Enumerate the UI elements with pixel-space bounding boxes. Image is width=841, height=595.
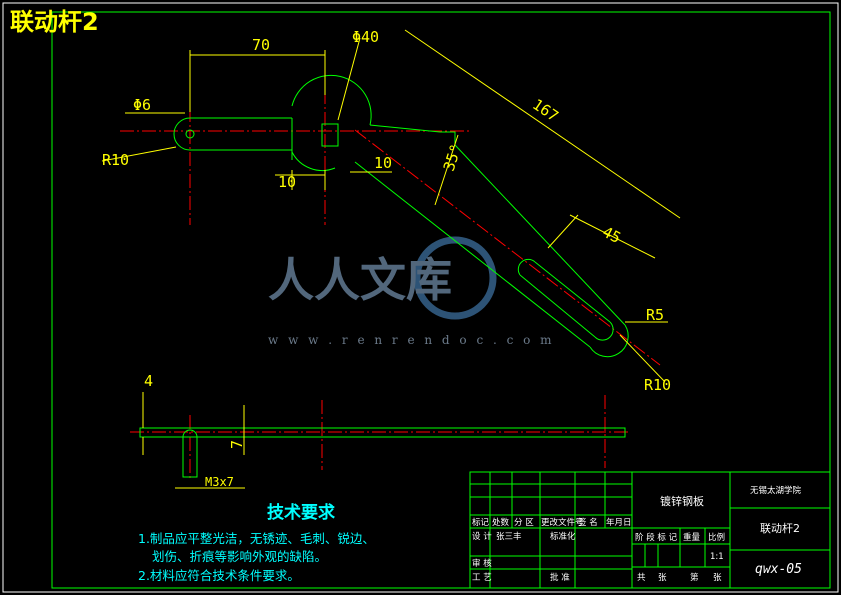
tb-h-pizhun: 批 准	[550, 572, 570, 583]
tb-h-designer: 张三丰	[496, 531, 522, 542]
dim-r10-left: R10	[102, 151, 129, 169]
tech-heading: 技术要求	[267, 502, 335, 523]
tb-h-nianyueri: 年月日	[606, 517, 632, 528]
dim-7: 7	[228, 440, 246, 449]
tb-h-zhang2: 张	[713, 573, 722, 583]
dimension-lines	[101, 29, 681, 489]
tb-h-fenqu: 分 区	[514, 518, 534, 528]
tb-h-biaozhunhua: 标准化	[550, 531, 576, 542]
dim-70: 70	[252, 36, 270, 54]
tb-h-bili: 比例	[708, 532, 725, 543]
title-block	[469, 471, 831, 589]
dim-35deg: 35°	[440, 142, 465, 173]
tb-h-gong: 共	[637, 573, 646, 583]
watermark: 人人文库 w w w . r e n r e n d o c . c o m	[268, 236, 555, 347]
tb-h-shenhe: 审 核	[472, 558, 492, 569]
dim-10-b: 10	[374, 154, 392, 172]
tb-material: 镀锌钢板	[660, 494, 704, 508]
tb-h-zhang1: 张	[658, 573, 667, 583]
tb-h-sheji: 设 计	[472, 531, 492, 542]
tb-h-gongyi: 工 艺	[472, 573, 492, 583]
dim-m3x7: M3x7	[205, 475, 234, 489]
tb-h-chushu: 处数	[492, 517, 510, 528]
tb-h-biaoji: 标记	[472, 517, 490, 528]
dim-r5: R5	[646, 306, 664, 324]
part-outline-top-view	[173, 74, 629, 358]
dim-167: 167	[529, 95, 562, 125]
inner-frame	[51, 11, 831, 589]
tech-line-2: 划伤、折痕等影响外观的缺陷。	[152, 549, 327, 564]
tb-h-di: 第	[690, 572, 699, 583]
center-lines	[120, 90, 661, 480]
dim-4: 4	[144, 372, 153, 390]
tech-line-3: 2.材料应符合技术条件要求。	[138, 568, 300, 583]
tb-h-jieduan: 阶 段 标 记	[635, 532, 678, 543]
tb-part-name: 联动杆2	[760, 521, 800, 535]
tb-h-zhongliang: 重量	[683, 532, 701, 543]
tb-code: qwx-05	[755, 562, 802, 577]
watermark-logo-icon	[413, 236, 497, 320]
dim-r10-right: R10	[644, 376, 671, 394]
watermark-text: 人人文库	[268, 253, 452, 307]
watermark-url: w w w . r e n r e n d o c . c o m	[268, 333, 555, 347]
tb-school: 无锡太湖学院	[750, 485, 802, 496]
dim-phi40: Φ40	[352, 28, 379, 46]
tb-scale: 1:1	[710, 552, 724, 562]
dim-10-a: 10	[278, 173, 296, 191]
tech-line-1: 1.制品应平整光洁，无锈迹、毛刺、锐边、	[138, 531, 375, 546]
tb-h-qianming: 签 名	[578, 517, 598, 528]
dim-45: 45	[599, 223, 623, 247]
tb-h-genggai: 更改文件号	[541, 517, 584, 528]
dim-phi6: Φ6	[133, 96, 151, 114]
part-outline-side-view	[139, 427, 626, 478]
drawing-title: 联动杆2	[10, 8, 99, 36]
